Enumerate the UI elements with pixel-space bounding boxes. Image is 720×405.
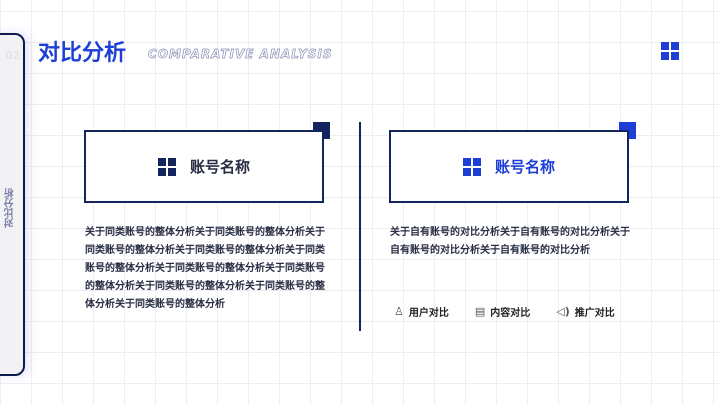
sidebar-tab[interactable] bbox=[0, 33, 25, 376]
user-icon: ♙ bbox=[394, 305, 404, 318]
divider bbox=[359, 122, 361, 331]
speaker-icon: ◁) bbox=[556, 305, 570, 318]
right-text: 关于自有账号的对比分析关于自有账号的对比分析关于自有账号的对比分析关于自有账号的… bbox=[390, 227, 630, 256]
tag-user: ♙用户对比 bbox=[394, 305, 449, 319]
grid-icon bbox=[462, 157, 481, 176]
sidebar-label: 对比分析 bbox=[5, 188, 16, 228]
section-number: 02 bbox=[5, 49, 21, 62]
left-text: 关于同类账号的整体分析关于同类账号的整体分析关于同类账号的整体分析关于同类账号的… bbox=[85, 227, 325, 310]
page-title: 对比分析 bbox=[38, 41, 127, 66]
tag-promotion: ◁)推广对比 bbox=[556, 305, 615, 319]
left-card-title: 账号名称 bbox=[189, 158, 250, 176]
tag-content: ▤内容对比 bbox=[474, 305, 531, 319]
page-subtitle: COMPARATIVE ANALYSIS bbox=[148, 47, 333, 62]
tag-list: ♙用户对比 ▤内容对比 ◁)推广对比 bbox=[394, 304, 615, 319]
right-card-title: 账号名称 bbox=[494, 158, 555, 176]
right-card: 账号名称 bbox=[389, 130, 629, 203]
document-icon: ▤ bbox=[474, 305, 486, 318]
left-card: 账号名称 bbox=[84, 130, 324, 203]
grid-icon bbox=[157, 157, 176, 176]
logo-icon bbox=[661, 42, 679, 60]
